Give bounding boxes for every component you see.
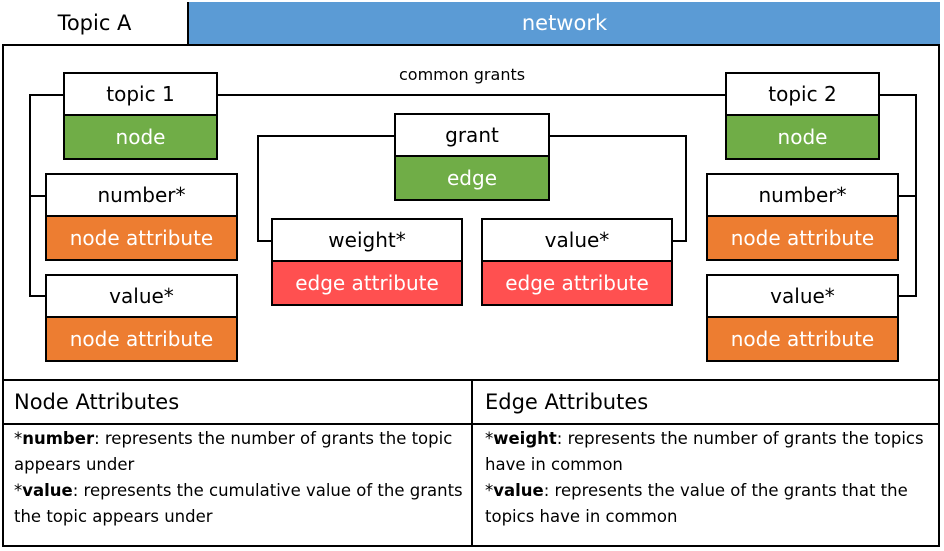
node-attr-value-desc: *value: represents the cumulative value … bbox=[14, 481, 463, 526]
right-value-title: value* bbox=[708, 276, 897, 318]
topic2-title: topic 2 bbox=[727, 74, 878, 116]
right-number-attribute: number* node attribute bbox=[706, 173, 899, 261]
common-grants-label: common grants bbox=[399, 65, 526, 84]
legend-column-divider bbox=[471, 379, 473, 547]
topic1-type: node bbox=[65, 116, 216, 158]
left-value-attribute: value* node attribute bbox=[45, 274, 238, 362]
right-value-attribute: value* node attribute bbox=[706, 274, 899, 362]
left-number-title: number* bbox=[47, 175, 236, 217]
right-number-type: node attribute bbox=[708, 217, 897, 259]
left-value-type: node attribute bbox=[47, 318, 236, 360]
right-number-title: number* bbox=[708, 175, 897, 217]
topic-title: Topic A bbox=[2, 2, 189, 46]
left-value-title: value* bbox=[47, 276, 236, 318]
topic1-node: topic 1 node bbox=[63, 72, 218, 160]
node-attributes-header: Node Attributes bbox=[14, 390, 180, 414]
edge-value-type: edge attribute bbox=[483, 262, 671, 304]
weight-type: edge attribute bbox=[273, 262, 461, 304]
weight-title: weight* bbox=[273, 220, 461, 262]
edge-value-title: value* bbox=[483, 220, 671, 262]
topic1-title: topic 1 bbox=[65, 74, 216, 116]
edge-value-attribute: value* edge attribute bbox=[481, 218, 673, 306]
grant-title: grant bbox=[396, 115, 548, 157]
network-title: network bbox=[189, 2, 940, 46]
right-value-type: node attribute bbox=[708, 318, 897, 360]
grant-edge: grant edge bbox=[394, 113, 550, 201]
topic2-node: topic 2 node bbox=[725, 72, 880, 160]
edge-attr-value-desc: *value: represents the value of the gran… bbox=[485, 481, 908, 526]
edge-attr-weight-desc: *weight: represents the number of grants… bbox=[485, 429, 924, 474]
edge-attributes-body: *weight: represents the number of grants… bbox=[473, 426, 935, 530]
node-attributes-body: *number: represents the number of grants… bbox=[2, 426, 471, 530]
topic2-type: node bbox=[727, 116, 878, 158]
node-attr-number-desc: *number: represents the number of grants… bbox=[14, 429, 453, 474]
weight-attribute: weight* edge attribute bbox=[271, 218, 463, 306]
left-number-attribute: number* node attribute bbox=[45, 173, 238, 261]
left-number-type: node attribute bbox=[47, 217, 236, 259]
grant-type: edge bbox=[396, 157, 548, 199]
edge-attributes-header: Edge Attributes bbox=[485, 390, 649, 414]
